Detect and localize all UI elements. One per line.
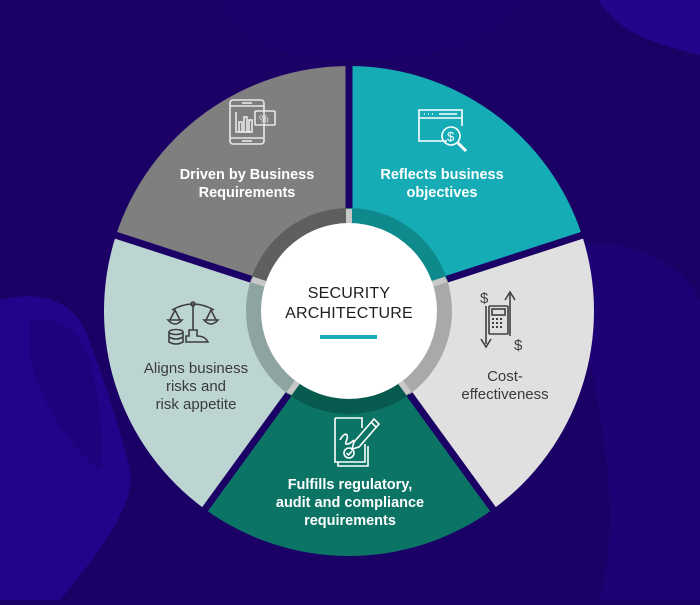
segment-fulfills-regulatory[interactable]	[204, 311, 494, 557]
segment-dividers	[109, 60, 589, 517]
browser-dollar-search-icon: $	[418, 109, 468, 153]
label-driven-by-business: Driven by Business Requirements	[179, 167, 315, 201]
balance-scale-coins-icon	[166, 301, 220, 345]
svg-text:$: $	[447, 129, 455, 144]
label-fulfills-regulatory: Fulfills regulatory, audit and complianc…	[275, 477, 425, 529]
center-title: SECURITY ARCHITECTURE	[285, 285, 413, 322]
label-aligns-risk: Aligns business risks and risk appetite	[143, 360, 249, 413]
label-reflects-objectives: Reflects business objectives	[380, 167, 504, 201]
segment-shape	[204, 311, 494, 557]
ring-dividers	[251, 209, 447, 396]
svg-text:$: $	[480, 290, 489, 307]
mobile-chart-percent-icon: %	[229, 99, 276, 145]
center-accent-line	[320, 335, 377, 339]
center-circle	[261, 223, 437, 399]
label-cost-effectiveness: Cost- effectiveness	[461, 368, 549, 403]
signed-document-pen-icon	[334, 417, 381, 467]
svg-text:%: %	[259, 114, 269, 126]
svg-text:$: $	[514, 337, 523, 354]
calculator-dollar-arrows-icon: $ $	[480, 290, 523, 354]
